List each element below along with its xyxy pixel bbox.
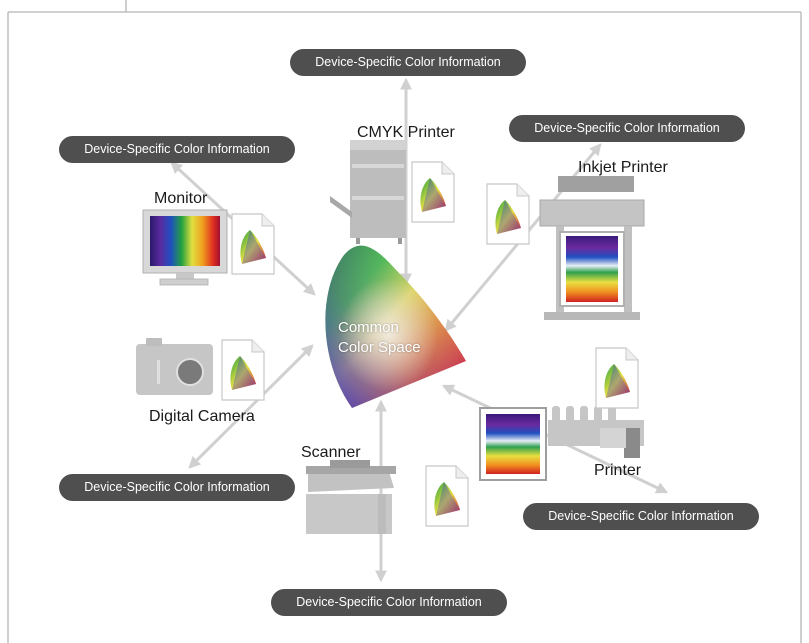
monitor-device xyxy=(142,209,228,286)
center-label-line2: Color Space xyxy=(338,339,421,356)
printer-device xyxy=(479,406,644,481)
scanner-device xyxy=(306,460,396,534)
monitor-profile-icon xyxy=(231,213,275,275)
device-specific-color-info-badge-printer: Device-Specific Color Information xyxy=(523,503,759,530)
digital-camera-device xyxy=(136,338,213,395)
device-specific-color-info-badge-monitor: Device-Specific Color Information xyxy=(59,136,295,163)
arrow-digital-camera xyxy=(188,344,314,469)
printer-label: Printer xyxy=(594,462,642,479)
scanner-profile-icon xyxy=(425,465,469,527)
cmyk-printer-label: CMYK Printer xyxy=(357,124,455,141)
inkjet-printer-device xyxy=(539,176,645,320)
common-color-space-label: Common Color Space xyxy=(338,318,421,358)
inkjet-printer-label: Inkjet Printer xyxy=(578,159,668,176)
center-label-line1: Common xyxy=(338,319,399,336)
diagram-frame xyxy=(7,0,802,643)
device-specific-color-info-badge-camera: Device-Specific Color Information xyxy=(59,474,295,501)
cmyk-printer-profile-icon xyxy=(411,161,455,223)
inkjet-printer-profile-icon xyxy=(486,183,530,245)
digital-camera-profile-icon xyxy=(221,339,265,401)
digital-camera-label: Digital Camera xyxy=(149,408,255,425)
cmyk-printer-device xyxy=(330,140,406,244)
common-color-space-gamut xyxy=(325,245,466,408)
scanner-label: Scanner xyxy=(301,444,361,461)
monitor-label: Monitor xyxy=(154,190,208,207)
device-specific-color-info-badge-top: Device-Specific Color Information xyxy=(290,49,526,76)
printer-profile-icon xyxy=(595,347,639,409)
device-specific-color-info-badge-inkjet: Device-Specific Color Information xyxy=(509,115,745,142)
device-specific-color-info-badge-scanner: Device-Specific Color Information xyxy=(271,589,507,616)
